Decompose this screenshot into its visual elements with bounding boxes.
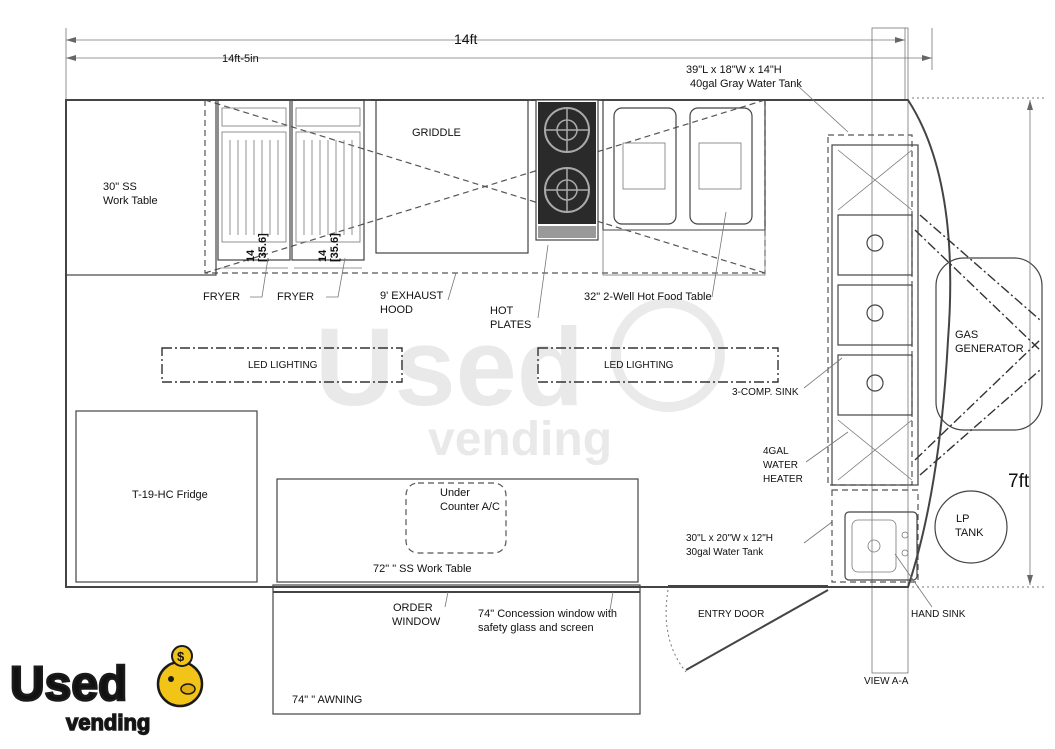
concession-window-line1: 74" Concession window with	[478, 608, 617, 620]
water-tank-line1: 30"L x 20"W x 12"H	[686, 533, 773, 544]
lp-tank	[934, 490, 1008, 564]
logo-coin-icon	[171, 645, 193, 667]
work-table-72	[276, 478, 639, 583]
hot-plates	[535, 99, 599, 241]
awning-label: 74" " AWNING	[292, 694, 362, 706]
exhaust-hood-leader	[447, 272, 457, 301]
under-counter-ac-line1: Under	[440, 487, 470, 499]
lp-tank-line2: TANK	[955, 527, 984, 539]
hot-plates-leader	[537, 244, 549, 319]
work-table-30	[65, 99, 217, 276]
water-heater-leader	[805, 431, 849, 463]
logo-piggy-snout	[180, 683, 196, 695]
fryer-2-width: 14	[317, 249, 329, 262]
dimension-lines	[65, 27, 1045, 674]
griddle	[375, 99, 529, 254]
led-lighting-2	[537, 347, 779, 383]
logo-vending: vending	[66, 710, 150, 735]
fryer-unit-1	[217, 99, 291, 261]
water-heater-line3: HEATER	[763, 474, 803, 485]
order-window-line1: ORDER	[393, 602, 433, 614]
overall-length-label: 14ft	[454, 31, 477, 47]
logo-coin-symbol: $	[177, 649, 185, 664]
under-counter-ac-line2: Counter A/C	[440, 501, 500, 513]
entry-door	[665, 585, 829, 673]
water-tank-line2: 30gal Water Tank	[686, 547, 764, 558]
hand-sink-leader	[894, 553, 933, 608]
watermark-used: Used	[315, 306, 584, 429]
led-lighting-1-label: LED LIGHTING	[248, 360, 318, 371]
fridge-label: T-19-HC Fridge	[132, 489, 208, 501]
fryer-1-width-cm: [35.6]	[257, 233, 269, 262]
view-label: VIEW A-A	[864, 676, 909, 687]
hand-sink	[844, 511, 918, 581]
led-lighting-2-label: LED LIGHTING	[604, 360, 674, 371]
fridge	[75, 410, 258, 583]
three-comp-sink-leader	[803, 357, 843, 389]
logo-piggy-icon	[156, 660, 204, 708]
width-label: 7ft	[1008, 471, 1030, 492]
watermark-vending: vending	[428, 413, 612, 466]
hand-sink-label: HAND SINK	[911, 609, 966, 620]
concession-window-leader	[609, 591, 614, 611]
led-lighting-1	[161, 347, 403, 383]
water-heater-line2: WATER	[763, 460, 798, 471]
gas-generator-line1: GAS	[955, 329, 978, 341]
fryer-1-width: 14	[245, 249, 257, 262]
gas-generator	[914, 214, 1043, 476]
order-window-line2: WINDOW	[392, 616, 441, 628]
fryer-2-label: FRYER	[277, 291, 314, 303]
gray-water-tank	[827, 134, 913, 486]
three-comp-sink-label: 3-COMP. SINK	[732, 387, 799, 398]
hot-food-table	[602, 99, 766, 276]
hot-plates-line2: PLATES	[490, 319, 531, 331]
griddle-label: GRIDDLE	[412, 127, 461, 139]
awning-area	[272, 584, 641, 715]
exhaust-hood	[204, 99, 766, 274]
gray-tank-leader	[797, 85, 849, 133]
gray-tank-line1: 39"L x 18"W x 14"H	[686, 64, 782, 76]
fryer-unit-2	[291, 99, 365, 261]
exhaust-hood-line1: 9' EXHAUST	[380, 290, 444, 302]
hot-food-table-leader	[711, 211, 727, 298]
entry-door-label: ENTRY DOOR	[698, 609, 764, 620]
fryer-1-leader	[250, 257, 269, 298]
work-table-30-line1: 30" SS	[103, 181, 137, 193]
hot-food-table-label: 32" 2-Well Hot Food Table	[584, 291, 712, 303]
three-comp-sink	[831, 144, 919, 486]
fryer-1-label: FRYER	[203, 291, 240, 303]
logo-piggy-eye	[168, 676, 174, 682]
logo-used: Used	[10, 658, 127, 711]
hot-plates-line1: HOT	[490, 305, 514, 317]
water-tank-leader	[803, 521, 833, 544]
work-table-30-line2: Work Table	[103, 195, 158, 207]
watermark: Used vending	[315, 298, 725, 466]
fryer-2-leader	[326, 257, 346, 298]
fryer-2-width-cm: [35.6]	[329, 233, 341, 262]
water-heater-line1: 4GAL	[763, 446, 789, 457]
used-vending-logo: Used $ vending	[9, 645, 204, 736]
watermark-circle	[611, 298, 725, 412]
fresh-water-tank	[831, 489, 919, 583]
concession-window-line2: safety glass and screen	[478, 622, 594, 634]
interior-length-label: 14ft-5in	[222, 53, 259, 65]
gas-generator-line2: GENERATOR	[955, 343, 1024, 355]
gray-tank-line2: 40gal Gray Water Tank	[690, 78, 802, 90]
exhaust-hood-line2: HOOD	[380, 304, 413, 316]
work-table-72-label: 72" " SS Work Table	[373, 563, 472, 575]
lp-tank-line1: LP	[956, 513, 969, 525]
order-window-leader	[444, 591, 449, 608]
